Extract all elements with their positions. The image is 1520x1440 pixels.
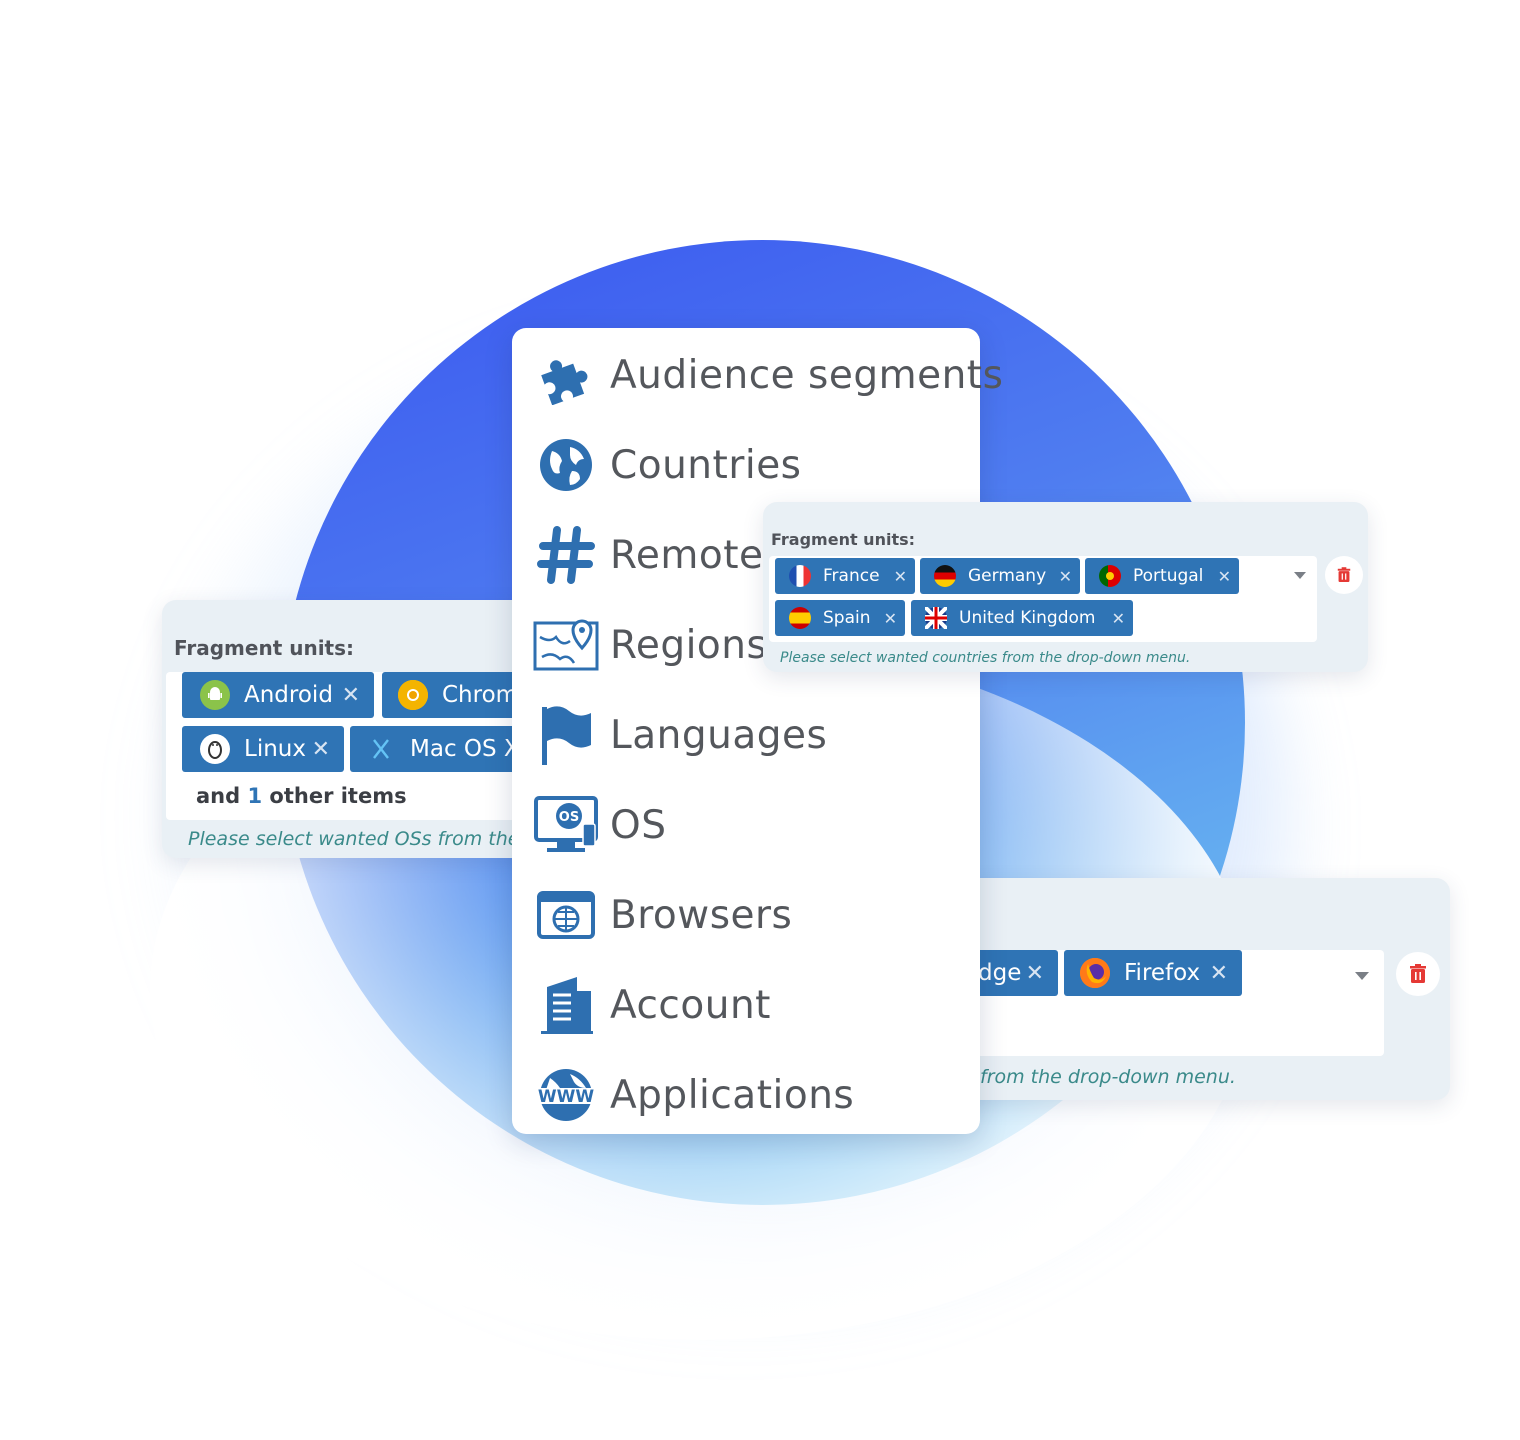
- os-hint-text: Please select wanted OSs from the d: [188, 828, 538, 850]
- tag-label: Linux: [244, 736, 306, 762]
- remove-tag-icon[interactable]: ✕: [1025, 960, 1044, 986]
- os-fragment-label: Fragment units:: [174, 636, 355, 660]
- spain-flag-icon: [789, 607, 811, 629]
- tag-label: Mac OS X: [410, 736, 520, 762]
- os-fragment-card: Fragment units: Android ✕ Chrom Linux ✕ …: [162, 600, 542, 858]
- menu-label: Regions: [610, 622, 768, 668]
- menu-label: OS: [610, 802, 667, 848]
- menu-item-os[interactable]: OS OS: [512, 780, 980, 870]
- menu-item-regions[interactable]: Regions: [512, 600, 980, 690]
- tag-label: Android: [244, 682, 333, 708]
- germany-flag-icon: [934, 565, 956, 587]
- menu-label: Browsers: [610, 892, 793, 938]
- menu-item-languages[interactable]: Languages: [512, 690, 980, 780]
- macos-x-icon: [366, 734, 396, 764]
- delete-browsers-button[interactable]: [1396, 952, 1440, 996]
- menu-label: Applications: [610, 1072, 855, 1118]
- menu-label: Languages: [610, 712, 828, 758]
- menu-item-countries[interactable]: Countries: [512, 420, 980, 510]
- www-globe-icon: WWW: [524, 1060, 608, 1130]
- menu-label: Countries: [610, 442, 802, 488]
- tag-linux[interactable]: Linux ✕: [182, 726, 344, 772]
- tag-android[interactable]: Android ✕: [182, 672, 374, 718]
- countries-fragment-label: Fragment units:: [771, 530, 916, 549]
- browsers-fragment-card: dge ✕ Firefox ✕ from the drop-down menu.: [940, 878, 1450, 1100]
- more-suffix: other items: [269, 784, 407, 808]
- portugal-flag-icon: [1099, 565, 1121, 587]
- menu-item-audience-segments[interactable]: Audience segments: [512, 330, 1003, 420]
- remove-tag-icon[interactable]: ✕: [341, 682, 360, 708]
- france-flag-icon: [789, 565, 811, 587]
- tag-label: United Kingdom: [959, 608, 1096, 628]
- tag-france[interactable]: France ✕: [775, 558, 915, 594]
- countries-hint-text: Please select wanted countries from the …: [780, 650, 1191, 666]
- remove-tag-icon[interactable]: ✕: [1217, 566, 1231, 586]
- linux-icon: [200, 734, 230, 764]
- flag-icon: [524, 700, 608, 770]
- menu-item-account[interactable]: Account: [512, 960, 980, 1050]
- chrome-icon: [398, 680, 428, 710]
- menu-label: Remote: [610, 532, 764, 578]
- dropdown-caret-icon[interactable]: [1355, 972, 1369, 980]
- remove-tag-icon[interactable]: ✕: [883, 608, 897, 628]
- dropdown-caret-icon[interactable]: [1294, 572, 1306, 579]
- remove-tag-icon[interactable]: ✕: [893, 566, 907, 586]
- svg-text:OS: OS: [559, 810, 579, 825]
- trash-icon: [1337, 567, 1351, 582]
- puzzle-icon: [524, 340, 608, 410]
- browser-globe-icon: [524, 880, 608, 950]
- trash-icon: [1410, 964, 1426, 983]
- more-count: 1: [247, 784, 263, 808]
- tag-label: Spain: [823, 608, 871, 628]
- tag-united-kingdom[interactable]: United Kingdom ✕: [911, 600, 1133, 636]
- more-prefix: and: [196, 784, 241, 808]
- android-icon: [200, 680, 230, 710]
- tag-firefox[interactable]: Firefox ✕: [1064, 950, 1242, 996]
- hash-icon: [524, 520, 608, 590]
- menu-item-remote[interactable]: Remote: [512, 510, 980, 600]
- menu-label: Account: [610, 982, 771, 1028]
- svg-text:WWW: WWW: [538, 1087, 595, 1107]
- remove-tag-icon[interactable]: ✕: [311, 736, 330, 762]
- menu-label: Audience segments: [610, 352, 1004, 398]
- os-monitor-icon: OS: [524, 790, 608, 860]
- tag-spain[interactable]: Spain ✕: [775, 600, 905, 636]
- building-icon: [524, 970, 608, 1040]
- tag-label: Portugal: [1133, 566, 1204, 586]
- tag-label: France: [823, 566, 880, 586]
- browsers-hint-text: from the drop-down menu.: [980, 1066, 1236, 1088]
- fragment-type-menu: Audience segments Countries Remote Regio…: [512, 328, 1003, 1134]
- firefox-icon: [1080, 958, 1110, 988]
- tag-portugal[interactable]: Portugal ✕: [1085, 558, 1239, 594]
- remove-tag-icon[interactable]: ✕: [1058, 566, 1072, 586]
- menu-item-applications[interactable]: WWW Applications: [512, 1050, 980, 1140]
- countries-fragment-card: Fragment units: France ✕ Germany ✕ Portu…: [763, 502, 1368, 672]
- tag-macos[interactable]: Mac OS X: [350, 726, 542, 772]
- tag-label: dge: [978, 960, 1022, 986]
- tag-label: Germany: [968, 566, 1047, 586]
- uk-flag-icon: [925, 607, 947, 629]
- delete-countries-button[interactable]: [1325, 556, 1363, 594]
- tag-label: Firefox: [1124, 960, 1201, 986]
- remove-tag-icon[interactable]: ✕: [1209, 960, 1228, 986]
- tag-label: Chrom: [442, 682, 519, 708]
- menu-item-browsers[interactable]: Browsers: [512, 870, 980, 960]
- globe-icon: [524, 430, 608, 500]
- more-items-text[interactable]: and 1 other items: [196, 784, 407, 808]
- tag-germany[interactable]: Germany ✕: [920, 558, 1080, 594]
- remove-tag-icon[interactable]: ✕: [1111, 608, 1125, 628]
- map-pin-icon: [524, 610, 608, 680]
